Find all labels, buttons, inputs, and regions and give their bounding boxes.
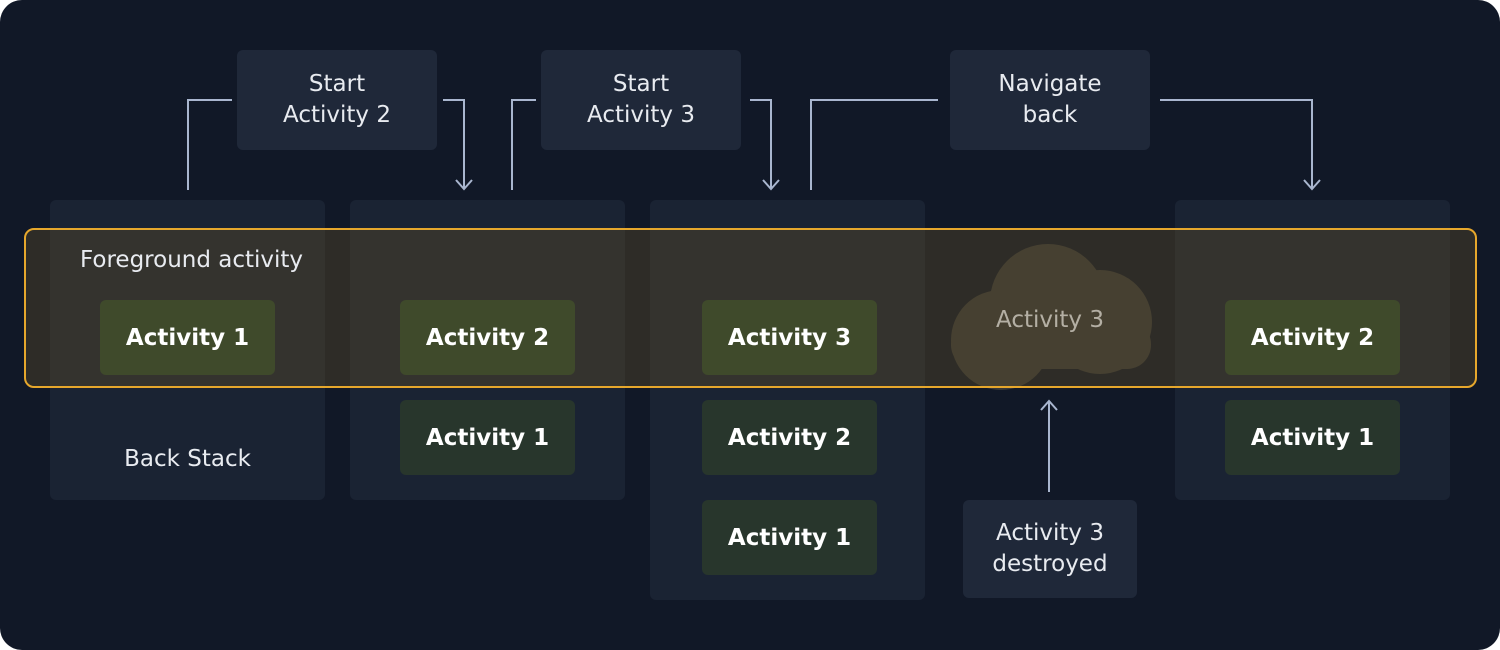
start-activity-2-line2: Activity 2 bbox=[283, 102, 391, 128]
arrow-back-out bbox=[810, 99, 938, 190]
arrow-start-3-out bbox=[511, 99, 536, 190]
destroyed-line2: destroyed bbox=[992, 551, 1108, 577]
back-stack-label: Back Stack bbox=[124, 446, 251, 472]
arrow-back-in bbox=[1160, 99, 1313, 188]
arrow-start-2-in bbox=[443, 99, 465, 188]
start-activity-3-line2: Activity 3 bbox=[587, 102, 695, 128]
arrowhead-1 bbox=[455, 179, 473, 191]
stack1-activity-1: Activity 1 bbox=[100, 300, 275, 375]
navigate-back-line1: Navigate bbox=[998, 71, 1102, 97]
start-activity-3-box: Start Activity 3 bbox=[541, 50, 741, 150]
arrow-start-3-in bbox=[750, 99, 772, 188]
start-activity-2-box: Start Activity 2 bbox=[237, 50, 437, 150]
start-activity-3-line1: Start bbox=[612, 71, 670, 97]
arrowhead-4 bbox=[1040, 399, 1058, 411]
activity-3-destroyed-box: Activity 3 destroyed bbox=[963, 500, 1137, 598]
cloud-activity-label: Activity 3 bbox=[996, 307, 1104, 333]
start-activity-2-line1: Start bbox=[308, 71, 366, 97]
stack3-activity-2: Activity 2 bbox=[702, 400, 877, 475]
stack4-activity-2: Activity 2 bbox=[1225, 300, 1400, 375]
destroyed-line1: Activity 3 bbox=[996, 520, 1104, 546]
stack3-activity-1: Activity 1 bbox=[702, 500, 877, 575]
navigate-back-box: Navigate back bbox=[950, 50, 1150, 150]
arrowhead-2 bbox=[762, 179, 780, 191]
stack3-activity-3: Activity 3 bbox=[702, 300, 877, 375]
stack2-activity-1: Activity 1 bbox=[400, 400, 575, 475]
stack2-activity-2: Activity 2 bbox=[400, 300, 575, 375]
foreground-activity-label: Foreground activity bbox=[80, 247, 304, 273]
navigate-back-line2: back bbox=[1022, 102, 1078, 128]
stack4-activity-1: Activity 1 bbox=[1225, 400, 1400, 475]
arrowhead-3 bbox=[1303, 179, 1321, 191]
arrow-start-2-out bbox=[187, 99, 232, 190]
